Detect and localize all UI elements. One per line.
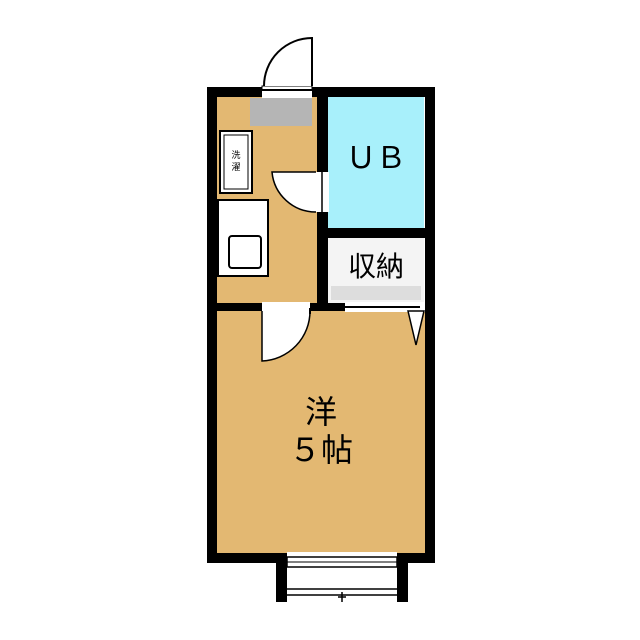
wall-middle — [207, 303, 435, 311]
washer-label-1: 洗 — [231, 149, 240, 161]
balcony-right-post — [397, 553, 408, 602]
washer-label-2: 濯 — [231, 162, 240, 173]
kitchen-sink — [228, 235, 262, 269]
storage-label: 収納 — [348, 250, 404, 283]
balcony-left-post — [276, 553, 287, 602]
western-room-floor — [217, 311, 425, 553]
room-door-opening — [262, 302, 310, 312]
wall-bath-storage — [322, 228, 430, 238]
vent — [250, 98, 312, 126]
washer-inner — [223, 134, 249, 190]
bath-door-swing — [271, 171, 317, 213]
storage-shelf — [331, 286, 421, 300]
unit-bath-floor — [328, 97, 424, 228]
room-door-swing — [261, 310, 311, 362]
room-label-1: 洋 — [305, 393, 337, 431]
entrance-door-swing — [263, 36, 313, 87]
room-label-2: ５帖 — [289, 431, 353, 469]
unit-bath-label: ＵＢ — [346, 141, 406, 176]
storage-door-swing — [407, 310, 425, 346]
